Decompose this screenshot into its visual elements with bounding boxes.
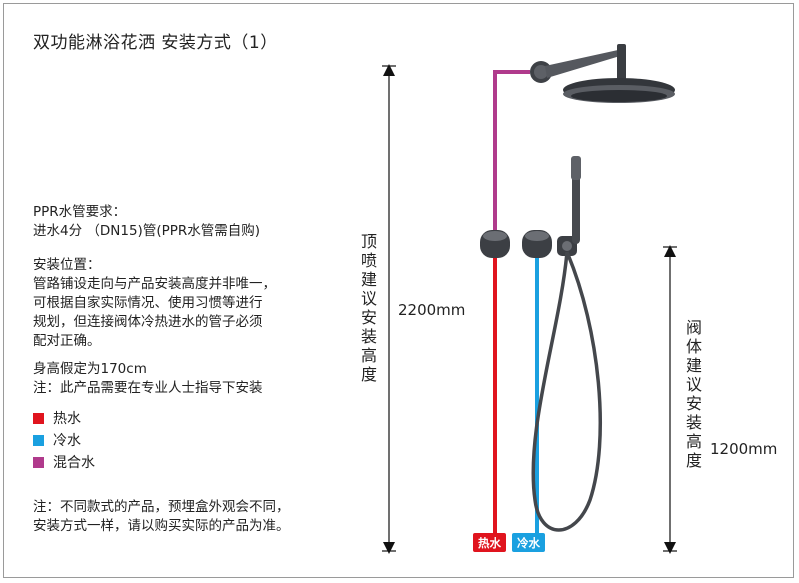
valve-knob-hot — [480, 230, 510, 258]
valve-knob-cold — [522, 230, 552, 258]
valve-height-value: 1200mm — [710, 440, 778, 458]
professional-note: 注：此产品需要在专业人士指导下安装 — [33, 380, 263, 396]
footer-note-line: 注：不同款式的产品，预埋盒外观会不同， — [33, 499, 290, 515]
legend: 热水 冷水 混合水 — [33, 407, 95, 473]
install-position-line: 配对正确。 — [33, 333, 101, 349]
legend-item-cold: 冷水 — [33, 429, 95, 451]
legend-label: 混合水 — [53, 455, 95, 471]
legend-label: 热水 — [53, 411, 81, 427]
page-title: 双功能淋浴花洒 安装方式（1） — [33, 33, 278, 53]
hand-shower-wand — [571, 156, 581, 244]
legend-item-mixed: 混合水 — [33, 451, 95, 473]
install-position-line: 管路铺设走向与产品安装高度并非唯一， — [33, 276, 276, 292]
install-position-line: 规划，但连接阀体冷热进水的管子必须 — [33, 314, 263, 330]
pipe-requirement-heading: PPR水管要求： — [33, 204, 127, 220]
shower-height-label: 顶喷建议安装高度 — [360, 232, 377, 384]
hot-water-tag: 热水 — [473, 533, 506, 552]
shower-height-value: 2200mm — [398, 301, 466, 319]
mixed-water-pipe — [493, 70, 530, 240]
valve-height-label: 阀体建议安装高度 — [685, 318, 702, 470]
hot-swatch — [33, 412, 44, 424]
footer-note-line: 安装方式一样，请以购买实际的产品为准。 — [33, 518, 290, 534]
install-position-heading: 安装位置： — [33, 257, 101, 273]
shower-head — [530, 44, 675, 103]
shower-hose — [531, 251, 603, 532]
legend-label: 冷水 — [53, 433, 81, 449]
hand-shower-outlet — [557, 236, 577, 256]
mixed-swatch — [33, 456, 44, 468]
legend-item-hot: 热水 — [33, 407, 95, 429]
cold-water-tag: 冷水 — [512, 533, 545, 552]
cold-swatch — [33, 434, 44, 446]
pipe-requirement-detail: 进水4分 （DN15)管(PPR水管需自购) — [33, 223, 261, 239]
height-note: 身高假定为170cm — [33, 361, 147, 377]
install-position-line: 可根据自家实际情况、使用习惯等进行 — [33, 295, 263, 311]
frame-border — [3, 3, 794, 578]
